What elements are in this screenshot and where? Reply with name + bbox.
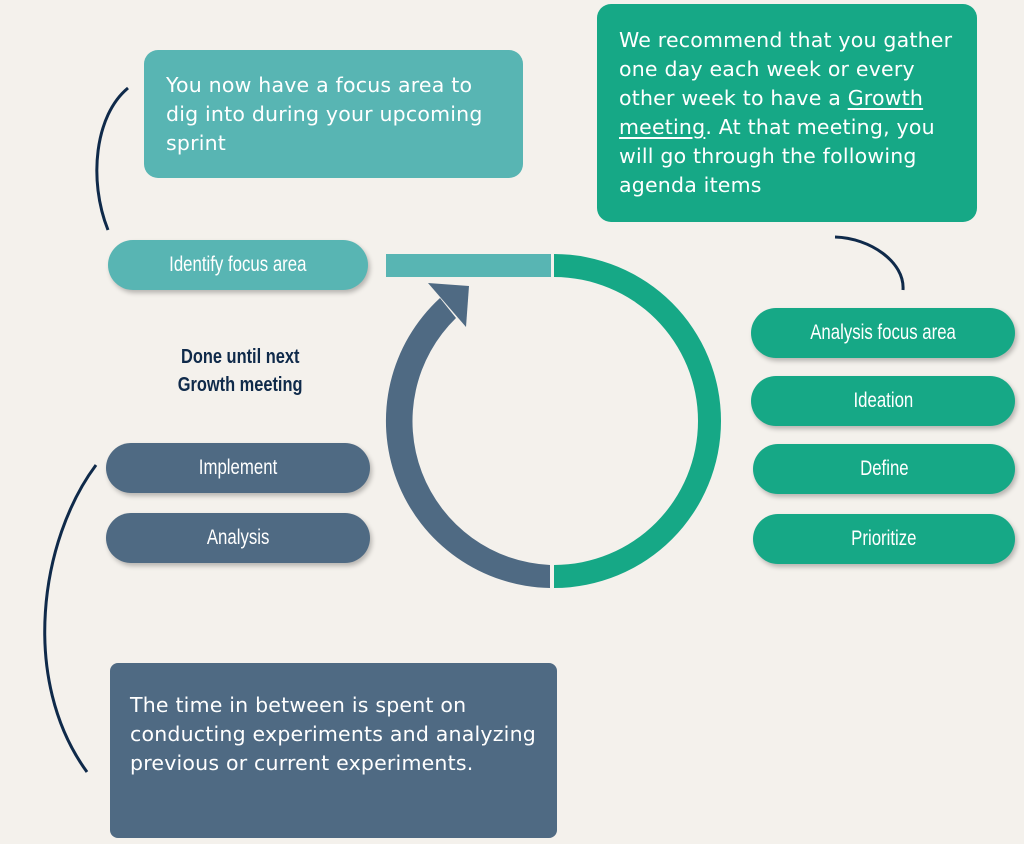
agenda-label: Analysis focus area <box>810 321 956 344</box>
focus-bar <box>386 254 551 277</box>
between-callout: The time in between is spent on conducti… <box>110 663 557 838</box>
step-label: Implement <box>198 456 278 479</box>
step-identify-focus-area[interactable]: Identify focus area <box>108 240 368 290</box>
step-analysis[interactable]: Analysis <box>106 513 370 563</box>
implement-arrow-arc <box>385 298 550 588</box>
connector-curve-top-left <box>95 86 129 231</box>
done-label: Done until next Growth meeting <box>150 343 330 399</box>
meeting-callout: We recommend that you gather one day eac… <box>597 4 977 222</box>
arrow-head-icon <box>428 283 469 327</box>
step-implement[interactable]: Implement <box>106 443 370 493</box>
meeting-callout-text: We recommend that you gather one day eac… <box>619 28 953 110</box>
agenda-label: Prioritize <box>851 527 917 550</box>
done-line-2: Growth meeting <box>177 374 303 396</box>
agenda-label: Ideation <box>853 389 913 412</box>
between-callout-text: The time in between is spent on conducti… <box>130 693 536 775</box>
growth-meeting-link[interactable]: Growth meeting <box>619 86 924 139</box>
agenda-label: Define <box>859 457 909 480</box>
meeting-callout-text-end: . At that meeting, you will go through t… <box>619 115 935 197</box>
connector-curve-right <box>834 235 905 291</box>
focus-callout: You now have a focus area to dig into du… <box>144 50 523 178</box>
agenda-prioritize[interactable]: Prioritize <box>753 514 1015 564</box>
step-label: Analysis <box>206 526 270 549</box>
agenda-ideation[interactable]: Ideation <box>751 376 1015 426</box>
connector-curve-bottom-left <box>43 464 98 773</box>
done-line-1: Done until next <box>180 346 300 368</box>
agenda-analysis-focus-area[interactable]: Analysis focus area <box>751 308 1015 358</box>
meeting-half-ring <box>554 254 721 588</box>
agenda-define[interactable]: Define <box>753 444 1015 494</box>
step-label: Identify focus area <box>169 253 307 276</box>
focus-callout-text: You now have a focus area to dig into du… <box>166 73 483 155</box>
